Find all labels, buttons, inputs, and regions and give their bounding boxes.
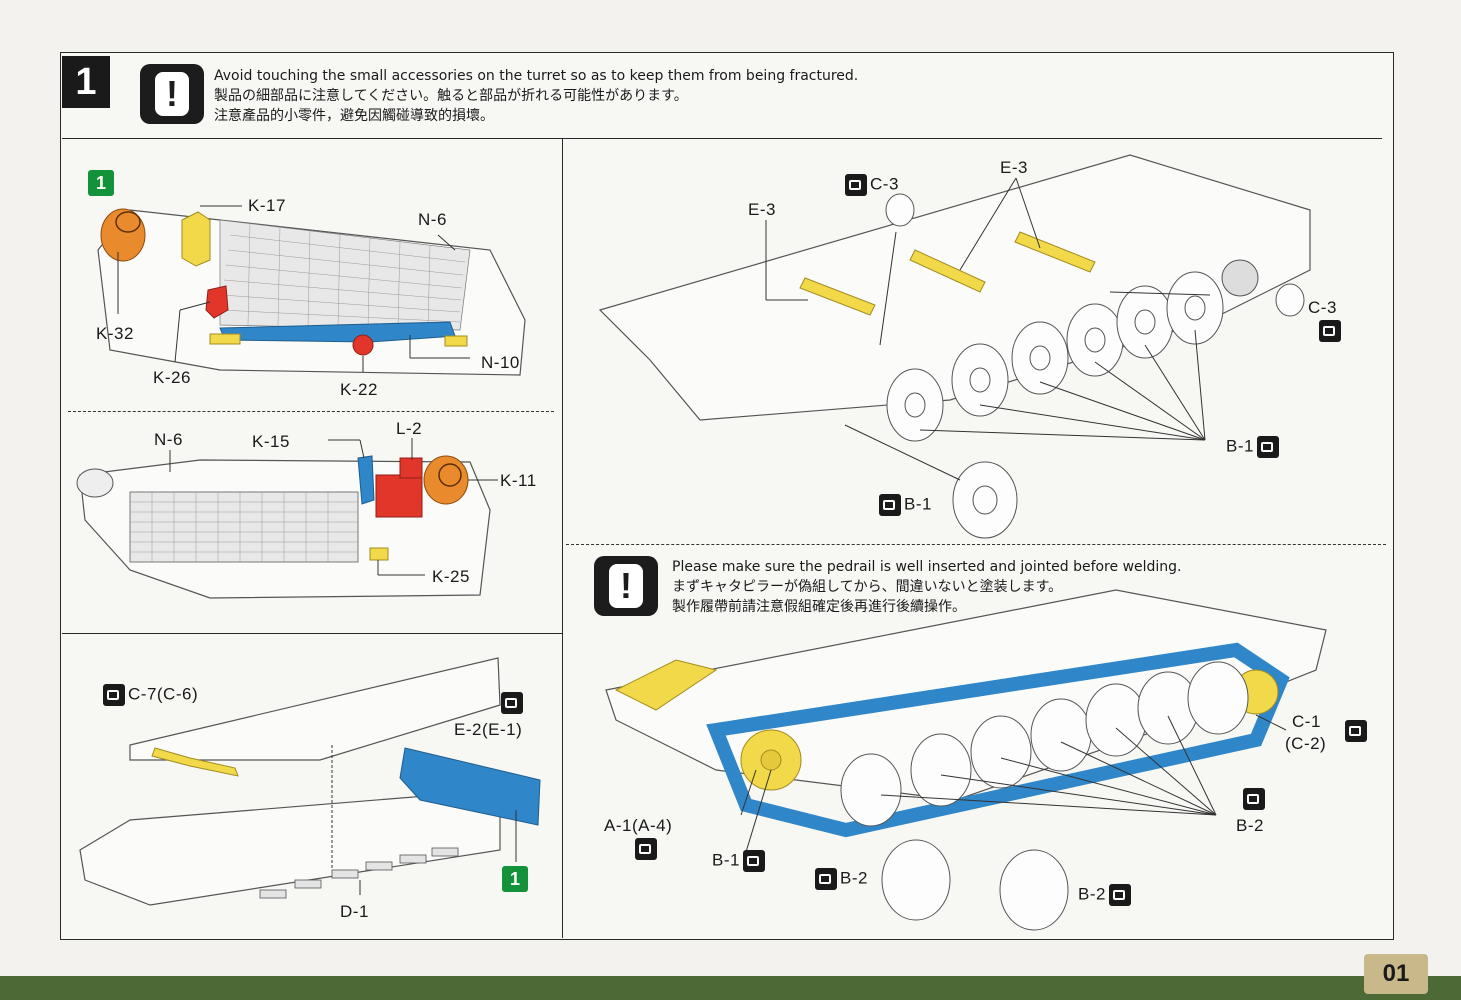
part-sheet-icon [501,692,523,714]
dashed-divider-left [68,411,554,412]
label-k-25: K-25 [432,567,470,586]
label-k-17: K-17 [248,196,286,215]
warning-text-track: Please make sure the pedrail is well ins… [672,557,1182,617]
track-warning-ja: まずキャタピラーが偽組してから、間違いないと塗装します。 [672,579,1063,595]
label-k-32: K-32 [96,324,134,343]
part-sheet-icon [635,838,657,860]
header-divider [62,138,1382,139]
part-sheet-icon [1256,436,1279,458]
track-warning-zh: 製作履帶前請注意假組確定後再進行後續操作。 [672,599,966,615]
ref-c-7: C-7(C-6) [100,684,198,706]
label-b-2-bottom: B-2 [1078,884,1134,906]
label-b-2-left: B-2 [812,868,868,890]
label-c-1: C-1 [1292,712,1321,731]
footer-band [0,976,1461,1000]
turret-rear-illustration [76,438,498,599]
hull-wheels-illustration [598,154,1311,539]
vertical-divider [562,138,563,938]
warning-icon: ! [140,64,204,124]
label-k-26: K-26 [153,368,191,387]
part-sheet-icon [1319,320,1341,342]
part-sheet-icon [1345,720,1367,742]
part-sheet-icon [1243,788,1265,810]
ref-e-2: E-2(E-1) [454,720,523,739]
part-sheet-icon [845,174,867,196]
label-n-10: N-10 [481,353,520,372]
label-d-1: D-1 [340,902,369,921]
label-b-1-track: B-1 [712,850,768,872]
dashed-divider-right [566,544,1386,545]
turret-rack-illustration [97,205,526,376]
part-sheet-icon [103,684,125,706]
step-number: 1 [62,56,110,108]
sub-step-badge: 1 [88,170,114,196]
label-e-3-right: E-3 [1000,158,1028,177]
label-e-3-left: E-3 [748,200,776,219]
page-number: 01 [1364,954,1428,994]
label-b-1-bottom: B-1 [876,494,932,516]
sub-step-badge-hull: 1 [502,866,528,892]
part-sheet-icon [742,850,765,872]
ref-c-3-top: C-3 [842,174,899,196]
label-n-6: N-6 [418,210,447,229]
part-sheet-icon [879,494,901,516]
part-sheet-icon [815,868,837,890]
part-sheet-icon [1108,884,1131,906]
label-a-1: A-1(A-4) [604,816,673,835]
label-c-3-right: C-3 [1308,298,1337,317]
warning-zh: 注意產品的小零件，避免因觸碰導致的損壞。 [214,108,494,124]
hull-side-illustration [79,657,541,906]
warning-en: Avoid touching the small accessories on … [214,68,859,84]
hull-tracks-illustration [605,589,1327,931]
label-l-2: L-2 [396,419,423,438]
label-b-1-right: B-1 [1226,436,1282,458]
label-c-2: (C-2) [1285,734,1327,753]
track-warning-en: Please make sure the pedrail is well ins… [672,559,1182,575]
left-divider [62,633,562,634]
warning-icon-track: ! [594,556,658,616]
label-n-6-rear: N-6 [154,430,183,449]
label-k-11: K-11 [500,471,537,490]
label-k-15: K-15 [252,432,290,451]
label-k-22: K-22 [340,380,378,399]
warning-ja: 製品の細部品に注意してください。触ると部品が折れる可能性があります。 [214,88,688,104]
warning-text-top: Avoid touching the small accessories on … [214,66,858,126]
label-b-2-right: B-2 [1236,816,1264,835]
